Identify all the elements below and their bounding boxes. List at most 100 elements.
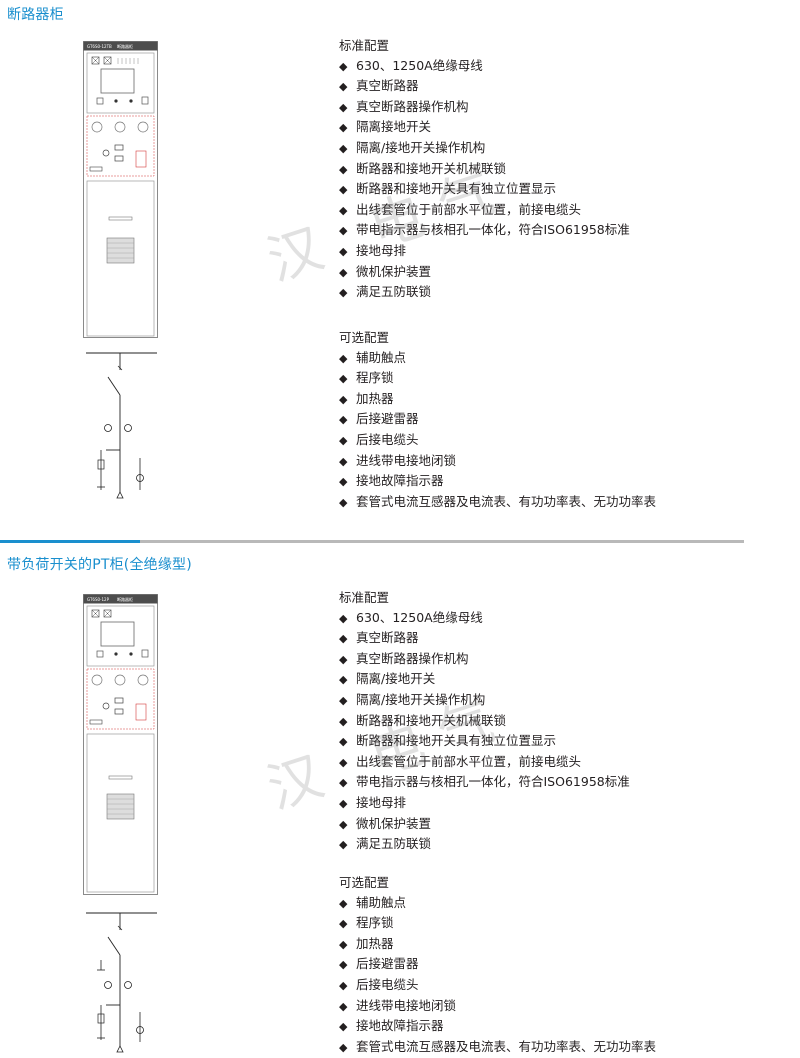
list-item: ◆微机保护装置 bbox=[339, 262, 630, 283]
diamond-bullet-icon: ◆ bbox=[339, 80, 348, 94]
item-text: 接地故障指示器 bbox=[356, 1018, 444, 1034]
diamond-bullet-icon: ◆ bbox=[339, 121, 348, 135]
item-text: 加热器 bbox=[356, 390, 394, 406]
item-text: 断路器和接地开关机械联锁 bbox=[356, 712, 507, 728]
section-pt-cabinet: 带负荷开关的PT柜(全绝缘型) GT6S0-12P 断路器柜 bbox=[0, 548, 800, 1058]
diamond-bullet-icon: ◆ bbox=[339, 495, 348, 509]
list-item: ◆满足五防联锁 bbox=[339, 282, 630, 303]
list-item: ◆ 辅助触点 bbox=[339, 893, 656, 914]
item-text: 接地母排 bbox=[356, 242, 407, 258]
item-text: 断路器和接地开关机械联锁 bbox=[356, 160, 507, 176]
diamond-bullet-icon: ◆ bbox=[339, 652, 348, 666]
panel-label-2: 断路器柜 bbox=[117, 596, 133, 602]
optional-config: 可选配置 ◆辅助触点 ◆程序锁 ◆加热器 ◆后接避雷器 ◆后接电缆头 ◆进线带电… bbox=[339, 328, 656, 512]
standard-config: 标准配置 ◆630、1250A绝缘母线 ◆真空断路器 ◆真空断路器操作机构 ◆隔… bbox=[339, 36, 630, 303]
single-line-diagram bbox=[86, 912, 157, 1053]
list-item: ◆ 后接避雷器 bbox=[339, 954, 656, 975]
section-title: 带负荷开关的PT柜(全绝缘型) bbox=[7, 557, 192, 573]
diamond-bullet-icon: ◆ bbox=[339, 100, 348, 114]
item-text: 630、1250A绝缘母线 bbox=[356, 609, 483, 625]
item-text: 断路器和接地开关具有独立位置显示 bbox=[356, 181, 557, 197]
list-item: ◆接地故障指示器 bbox=[339, 1016, 656, 1037]
diamond-bullet-icon: ◆ bbox=[339, 896, 348, 910]
diamond-bullet-icon: ◆ bbox=[339, 224, 348, 238]
list-item: ◆ 630、1250A绝缘母线 bbox=[339, 608, 630, 629]
item-text: 后接避雷器 bbox=[356, 411, 419, 427]
list-item: ◆后接电缆头 bbox=[339, 430, 656, 451]
list-item: ◆ 后接避雷器 bbox=[339, 409, 656, 430]
list-item: ◆ 隔离/接地开关 bbox=[339, 669, 630, 690]
panel-label-2: 断路器柜 bbox=[117, 43, 133, 49]
diamond-bullet-icon: ◆ bbox=[339, 372, 348, 386]
item-text: 后接避雷器 bbox=[356, 956, 419, 972]
list-item: ◆ 断路器和接地开关具有独立位置显示 bbox=[339, 179, 630, 200]
list-item: ◆ 带电指示器与核相孔一体化，符合ISO61958标准 bbox=[339, 772, 630, 793]
diamond-bullet-icon: ◆ bbox=[339, 999, 348, 1013]
item-text: 辅助触点 bbox=[356, 894, 407, 910]
list-item: ◆ 套管式电流互感器及电流表、有功功率表、无功功率表 bbox=[339, 1037, 656, 1058]
item-text: 真空断路器 bbox=[356, 78, 419, 94]
item-text: 辅助触点 bbox=[356, 349, 407, 365]
diamond-bullet-icon: ◆ bbox=[339, 776, 348, 790]
list-item: ◆套管式电流互感器及电流表、有功功率表、无功功率表 bbox=[339, 492, 656, 513]
list-item: ◆进线带电接地闭锁 bbox=[339, 451, 656, 472]
item-text: 接地故障指示器 bbox=[356, 473, 444, 489]
list-item: ◆ 接地母排 bbox=[339, 241, 630, 262]
diamond-bullet-icon: ◆ bbox=[339, 958, 348, 972]
diamond-bullet-icon: ◆ bbox=[339, 611, 348, 625]
item-text: 出线套管位于前部水平位置，前接电缆头 bbox=[356, 201, 582, 217]
diamond-bullet-icon: ◆ bbox=[339, 735, 348, 749]
list-item: ◆辅助触点 bbox=[339, 348, 656, 369]
diamond-bullet-icon: ◆ bbox=[339, 755, 348, 769]
cabinet-drawing: GT6S0-12TB 断路器柜 bbox=[83, 41, 158, 338]
section-title: 断路器柜 bbox=[7, 7, 64, 23]
list-item: ◆ 后接电缆头 bbox=[339, 975, 656, 996]
item-text: 程序锁 bbox=[356, 370, 394, 386]
item-text: 后接电缆头 bbox=[356, 976, 419, 992]
list-item: ◆ 带电指示器与核相孔一体化，符合ISO61958标准 bbox=[339, 220, 630, 241]
item-text: 接地母排 bbox=[356, 794, 407, 810]
item-text: 断路器和接地开关具有独立位置显示 bbox=[356, 733, 557, 749]
section-divider bbox=[140, 540, 744, 543]
item-text: 带电指示器与核相孔一体化，符合ISO61958标准 bbox=[356, 774, 630, 790]
item-text: 进线带电接地闭锁 bbox=[356, 997, 457, 1013]
item-text: 真空断路器操作机构 bbox=[356, 98, 469, 114]
standard-config: 标准配置 ◆ 630、1250A绝缘母线 ◆ 真空断路器 ◆ 真空断路器操作机构 ◆ 隔… bbox=[339, 588, 630, 855]
optional-config-heading: 可选配置 bbox=[339, 330, 390, 345]
diamond-bullet-icon: ◆ bbox=[339, 392, 348, 406]
list-item: ◆ 隔离接地开关 bbox=[339, 117, 630, 138]
item-text: 真空断路器操作机构 bbox=[356, 650, 469, 666]
list-item: ◆ 程序锁 bbox=[339, 368, 656, 389]
diamond-bullet-icon: ◆ bbox=[339, 413, 348, 427]
diamond-bullet-icon: ◆ bbox=[339, 632, 348, 646]
item-text: 隔离接地开关 bbox=[356, 119, 432, 135]
item-text: 带电指示器与核相孔一体化，符合ISO61958标准 bbox=[356, 222, 630, 238]
diamond-bullet-icon: ◆ bbox=[339, 714, 348, 728]
item-text: 隔离/接地开关操作机构 bbox=[356, 691, 486, 707]
diamond-bullet-icon: ◆ bbox=[339, 59, 348, 73]
diamond-bullet-icon: ◆ bbox=[339, 673, 348, 687]
list-item: ◆接地母排 bbox=[339, 793, 630, 814]
standard-config-heading: 标准配置 bbox=[339, 38, 390, 53]
diamond-bullet-icon: ◆ bbox=[339, 265, 348, 279]
list-item: ◆接地故障指示器 bbox=[339, 471, 656, 492]
item-text: 隔离/接地开关 bbox=[356, 671, 436, 687]
list-item: ◆ 加热器 bbox=[339, 389, 656, 410]
diamond-bullet-icon: ◆ bbox=[339, 203, 348, 217]
item-text: 微机保护装置 bbox=[356, 815, 432, 831]
standard-config-heading: 标准配置 bbox=[339, 590, 390, 605]
list-item: ◆ 真空断路器操作机构 bbox=[339, 97, 630, 118]
diamond-bullet-icon: ◆ bbox=[339, 183, 348, 197]
diamond-bullet-icon: ◆ bbox=[339, 978, 348, 992]
item-text: 真空断路器 bbox=[356, 630, 419, 646]
diamond-bullet-icon: ◆ bbox=[339, 244, 348, 258]
list-item: ◆ 出线套管位于前部水平位置，前接电缆头 bbox=[339, 200, 630, 221]
diamond-bullet-icon: ◆ bbox=[339, 1040, 348, 1054]
diamond-bullet-icon: ◆ bbox=[339, 286, 348, 300]
item-text: 加热器 bbox=[356, 935, 394, 951]
section-divider-accent bbox=[0, 540, 140, 543]
list-item: ◆隔离/接地开关操作机构 bbox=[339, 138, 630, 159]
item-text: 套管式电流互感器及电流表、有功功率表、无功功率表 bbox=[356, 1038, 657, 1054]
diamond-bullet-icon: ◆ bbox=[339, 917, 348, 931]
item-text: 后接电缆头 bbox=[356, 431, 419, 447]
